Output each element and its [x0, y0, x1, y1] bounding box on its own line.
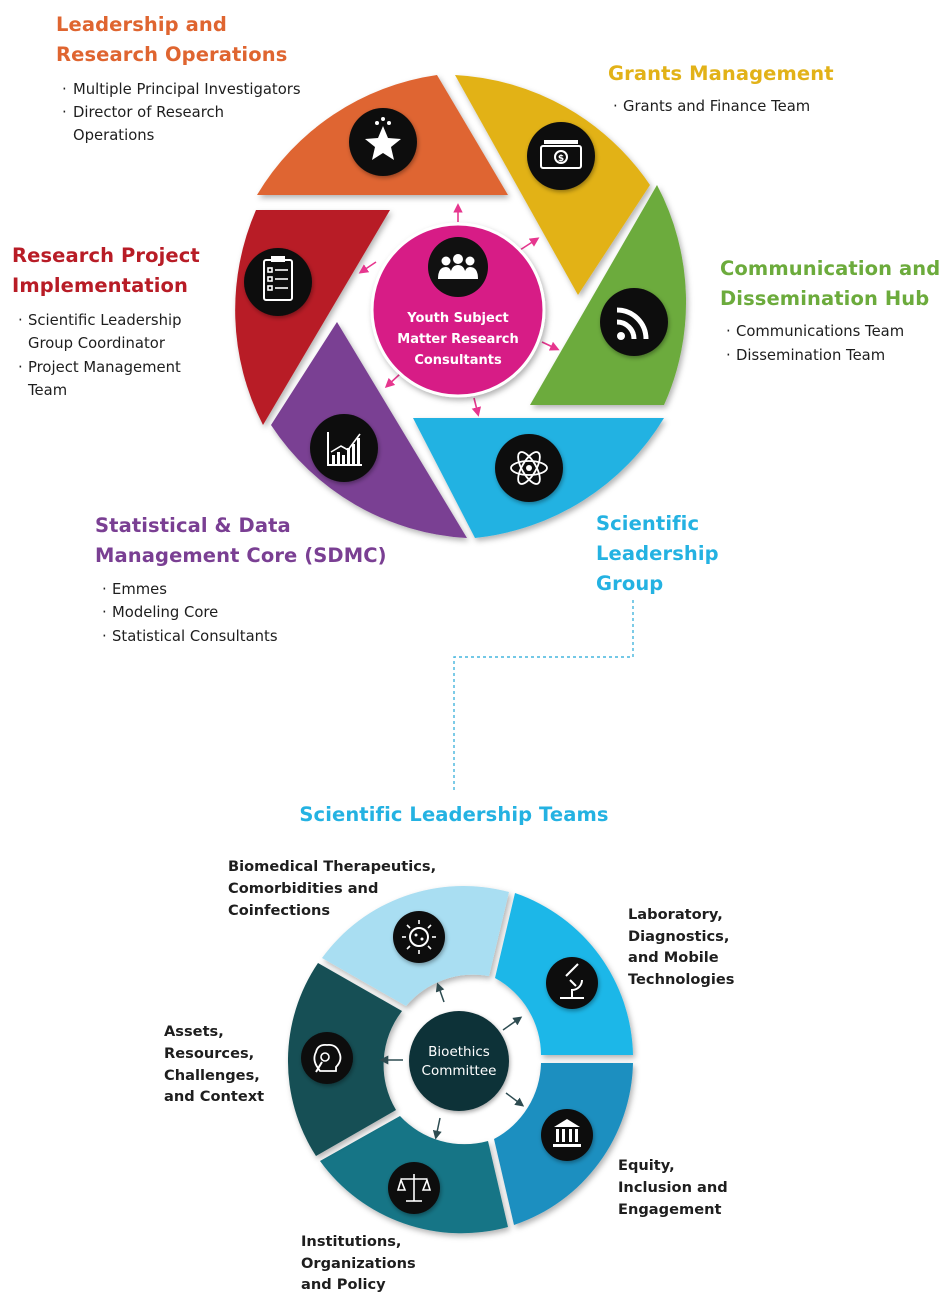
bullet: ·: [62, 104, 67, 121]
teams-title: Scientific Leadership Teams: [299, 803, 608, 826]
research-item-1-cont: Group Coordinator: [28, 335, 166, 352]
virus-icon: [393, 911, 445, 963]
communication-item-2: Dissemination Team: [736, 347, 885, 364]
bioethics-label-1: Bioethics: [428, 1044, 490, 1060]
statistical-item-1: Emmes: [112, 581, 167, 598]
research-title-1: Research Project: [12, 244, 200, 267]
statistical-item-3: Statistical Consultants: [112, 628, 278, 645]
institutions-label-3: and Policy: [301, 1276, 386, 1292]
star-icon: [349, 108, 417, 176]
money-icon: $: [527, 122, 595, 190]
bullet: ·: [102, 604, 107, 621]
bullet: ·: [613, 98, 618, 115]
bullet: ·: [102, 628, 107, 645]
assets-label-2: Resources,: [164, 1045, 254, 1062]
laboratory-label-1: Laboratory,: [628, 906, 723, 923]
statistical-title-1: Statistical & Data: [95, 514, 291, 537]
brain-gear-icon: [301, 1032, 353, 1084]
bullet: ·: [726, 347, 731, 364]
center-arrows: [358, 203, 560, 417]
assets-label-4: and Context: [164, 1088, 264, 1105]
communication-item-1: Communications Team: [736, 323, 904, 340]
communication-title-2: Dissemination Hub: [720, 287, 929, 310]
youth-consultants-circle[interactable]: [370, 222, 546, 398]
bioethics-arrows: [379, 982, 525, 1140]
institution-icon: [541, 1109, 593, 1161]
scientific-title-3: Group: [596, 572, 663, 595]
leadership-item-1: Multiple Principal Investigators: [73, 81, 301, 98]
laboratory-label-4: Technologies: [628, 971, 734, 988]
research-item-1: Scientific Leadership: [28, 312, 182, 329]
laboratory-label-3: and Mobile: [628, 949, 719, 966]
bullet: ·: [18, 359, 23, 376]
top-pinwheel: Youth Subject Matter Research Consultant…: [12, 13, 940, 645]
equity-label-1: Equity,: [618, 1157, 675, 1174]
assets-label-1: Assets,: [164, 1023, 224, 1040]
svg-text:$: $: [558, 154, 564, 164]
statistical-title-2: Management Core (SDMC): [95, 544, 387, 567]
dashed-connector: [453, 600, 634, 790]
center-label-line-3: Consultants: [414, 353, 502, 368]
clipboard-icon: [244, 248, 312, 316]
bullet: ·: [102, 581, 107, 598]
teams-ring: Bioethics Committee: [164, 858, 734, 1292]
statistical-item-2: Modeling Core: [112, 604, 218, 621]
center-label-line-1: Youth Subject: [406, 311, 509, 326]
research-item-2: Project Management: [28, 359, 181, 376]
research-title-2: Implementation: [12, 274, 188, 297]
research-item-2-cont: Team: [27, 382, 67, 399]
bullet: ·: [62, 81, 67, 98]
chart-icon: [310, 414, 378, 482]
equity-label-2: Inclusion and: [618, 1179, 728, 1196]
leadership-item-2: Director of Research: [73, 104, 224, 121]
assets-label-3: Challenges,: [164, 1067, 260, 1084]
biomedical-label-3: Coinfections: [228, 902, 330, 919]
leadership-item-2-cont: Operations: [73, 127, 154, 144]
communication-title-1: Communication and: [720, 257, 940, 280]
biomedical-label-2: Comorbidities and: [228, 880, 378, 897]
laboratory-label-2: Diagnostics,: [628, 928, 729, 945]
leadership-title-2: Research Operations: [56, 43, 287, 66]
institutions-label-1: Institutions,: [301, 1233, 401, 1250]
scientific-title-2: Leadership: [596, 542, 719, 565]
biomedical-label-1: Biomedical Therapeutics,: [228, 858, 436, 875]
equity-label-3: Engagement: [618, 1201, 721, 1218]
rss-icon: [600, 288, 668, 356]
scales-icon: [388, 1162, 440, 1214]
atom-icon: [495, 434, 563, 502]
scientific-title-1: Scientific: [596, 512, 699, 535]
microscope-icon: [546, 957, 598, 1009]
institutions-label-2: Organizations: [301, 1255, 416, 1272]
bullet: ·: [18, 312, 23, 329]
grants-item-1: Grants and Finance Team: [623, 98, 810, 115]
bullet: ·: [726, 323, 731, 340]
leadership-title-1: Leadership and: [56, 13, 227, 36]
grants-title: Grants Management: [608, 62, 834, 85]
bioethics-circle[interactable]: [409, 1011, 509, 1111]
center-label-line-2: Matter Research: [397, 332, 518, 347]
group-icon: [428, 237, 488, 297]
bioethics-label-2: Committee: [422, 1063, 497, 1079]
